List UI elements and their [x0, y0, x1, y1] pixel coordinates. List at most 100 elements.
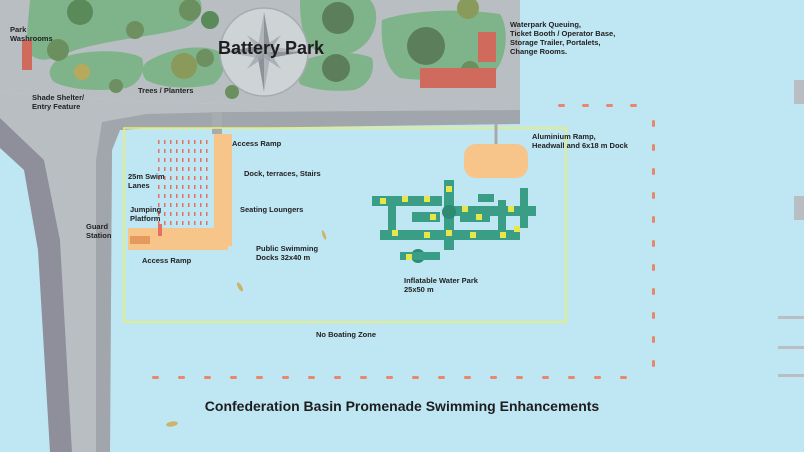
lane-marker: [182, 167, 184, 171]
lane-marker: [200, 212, 202, 216]
lane-marker: [182, 149, 184, 153]
buoy: [204, 376, 211, 379]
compass-rose-icon: [219, 7, 309, 97]
buoy: [652, 240, 655, 247]
buoy: [652, 120, 655, 127]
lane-marker: [164, 221, 166, 225]
lane-marker: [188, 140, 190, 144]
buoy: [256, 376, 263, 379]
lane-marker: [182, 221, 184, 225]
lane-marker: [170, 212, 172, 216]
lane-marker: [176, 149, 178, 153]
buoy: [652, 288, 655, 295]
lane-marker: [188, 167, 190, 171]
lane-marker: [188, 158, 190, 162]
label-inflatable-park: Inflatable Water Park 25x50 m: [404, 276, 478, 294]
right-piers: [778, 80, 804, 377]
lane-marker: [182, 185, 184, 189]
lane-marker: [164, 194, 166, 198]
lane-marker: [206, 167, 208, 171]
lane-marker: [164, 185, 166, 189]
swim-lanes: [158, 140, 208, 225]
inflatable-water-park: [372, 180, 536, 263]
lane-marker: [206, 221, 208, 225]
lane-marker: [164, 167, 166, 171]
lane-marker: [176, 212, 178, 216]
park-name-label: Battery Park: [218, 38, 325, 58]
lane-marker: [158, 176, 160, 180]
label-no-boating-zone: No Boating Zone: [316, 330, 376, 339]
buoy: [652, 264, 655, 271]
label-shade-shelter: Shade Shelter/ Entry Feature: [32, 93, 85, 111]
lane-marker: [182, 176, 184, 180]
lane-marker: [176, 158, 178, 162]
lane-marker: [182, 158, 184, 162]
buoy: [652, 168, 655, 175]
lane-marker: [194, 185, 196, 189]
lane-marker: [194, 203, 196, 207]
buoy: [630, 104, 637, 107]
lane-marker: [194, 176, 196, 180]
lane-marker: [164, 140, 166, 144]
lane-marker: [158, 140, 160, 144]
buoy: [652, 144, 655, 151]
label-waterpark-queuing: Waterpark Queuing, Ticket Booth / Operat…: [510, 20, 616, 56]
ramp-top: [212, 112, 222, 134]
buoy-line: [152, 104, 655, 379]
lane-marker: [194, 212, 196, 216]
label-park-washrooms: Park Washrooms: [10, 25, 53, 43]
lane-marker: [188, 212, 190, 216]
lane-marker: [194, 158, 196, 162]
lane-marker: [200, 203, 202, 207]
lane-marker: [158, 149, 160, 153]
lane-marker: [158, 158, 160, 162]
buoy: [386, 376, 393, 379]
lane-marker: [170, 221, 172, 225]
lane-marker: [188, 149, 190, 153]
label-swim-lanes: 25m Swim Lanes: [128, 172, 165, 190]
lane-marker: [158, 185, 160, 189]
lane-marker: [158, 221, 160, 225]
lane-marker: [200, 194, 202, 198]
lane-marker: [170, 185, 172, 189]
buoy: [542, 376, 549, 379]
label-trees: Trees / Planters: [138, 86, 194, 95]
buoy: [568, 376, 575, 379]
label-public-docks: Public Swimming Docks 32x40 m: [256, 244, 319, 262]
buoy: [360, 376, 367, 379]
lane-marker: [188, 221, 190, 225]
buoy: [652, 312, 655, 319]
aluminium-dock: [464, 144, 528, 178]
buoy: [334, 376, 341, 379]
lane-marker: [164, 158, 166, 162]
buoy: [582, 104, 589, 107]
buoy: [438, 376, 445, 379]
lane-marker: [188, 176, 190, 180]
lane-marker: [182, 194, 184, 198]
buoy: [594, 376, 601, 379]
buoy: [308, 376, 315, 379]
lane-marker: [170, 158, 172, 162]
lane-marker: [200, 185, 202, 189]
lane-marker: [170, 149, 172, 153]
lane-marker: [206, 140, 208, 144]
lane-marker: [194, 221, 196, 225]
lane-marker: [164, 176, 166, 180]
buoy: [652, 360, 655, 367]
buoy: [558, 104, 565, 107]
lane-marker: [182, 203, 184, 207]
lane-marker: [170, 176, 172, 180]
lane-marker: [206, 194, 208, 198]
lane-marker: [200, 140, 202, 144]
lane-marker: [164, 212, 166, 216]
lane-marker: [200, 158, 202, 162]
lane-marker: [200, 176, 202, 180]
lane-marker: [188, 203, 190, 207]
lane-marker: [194, 149, 196, 153]
buoy: [652, 336, 655, 343]
lane-marker: [158, 212, 160, 216]
lane-marker: [200, 221, 202, 225]
lane-marker: [194, 194, 196, 198]
lane-marker: [206, 203, 208, 207]
